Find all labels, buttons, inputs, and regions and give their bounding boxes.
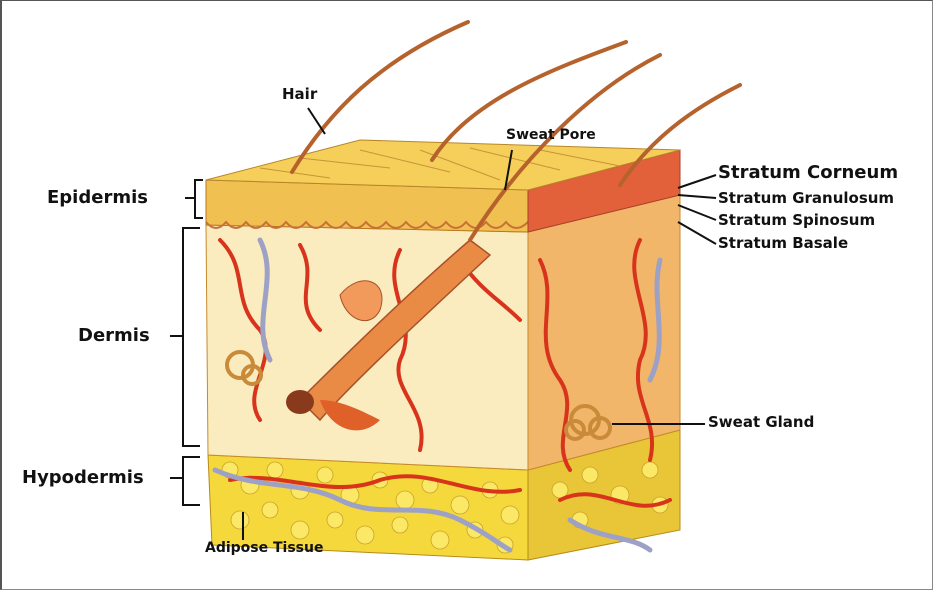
label-sweat-pore: Sweat Pore: [506, 127, 596, 143]
hair-bulb: [286, 390, 314, 414]
label-stratum-spinosum: Stratum Spinosum: [718, 211, 875, 229]
label-stratum-basale: Stratum Basale: [718, 234, 848, 252]
label-stratum-corneum: Stratum Corneum: [718, 162, 898, 183]
label-sweat-gland: Sweat Gland: [708, 413, 814, 431]
label-dermis: Dermis: [78, 325, 150, 346]
label-hypodermis: Hypodermis: [22, 467, 144, 488]
label-stratum-granulosum: Stratum Granulosum: [718, 189, 894, 207]
label-adipose-tissue: Adipose Tissue: [205, 540, 323, 556]
label-hair: Hair: [282, 85, 317, 103]
label-epidermis: Epidermis: [47, 187, 148, 208]
